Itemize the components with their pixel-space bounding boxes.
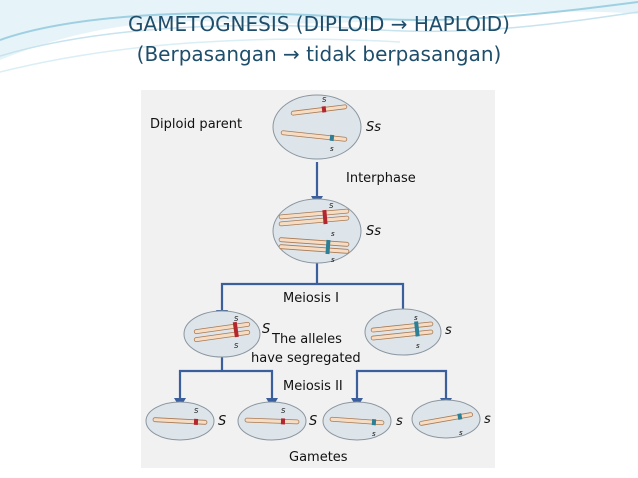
- allele-label-interphase-s1: s: [331, 230, 335, 238]
- allele-label-gamete-2: S: [281, 407, 286, 415]
- allele-label-interphase-S1: S: [329, 202, 334, 210]
- label-meiosis-2: Meiosis II: [283, 379, 343, 394]
- genotype-gamete-4: s: [484, 412, 491, 427]
- allele-label-interphase-s2: s: [331, 256, 335, 264]
- band-parent-dominant: [321, 106, 327, 113]
- genotype-gamete-3: s: [396, 414, 403, 429]
- sister-chromatids-dominant: [278, 208, 350, 227]
- arrow-group: [178, 162, 448, 400]
- allele-label-m1r-s1: s: [414, 314, 418, 322]
- allele-label-m1l-S2: S: [234, 342, 239, 350]
- cell-meiosis1-right: [364, 308, 442, 356]
- allele-label-parent-S: S: [322, 96, 327, 104]
- genotype-meiosis1-left: S: [262, 322, 270, 337]
- band-parent-recessive: [329, 134, 335, 142]
- label-alleles-segregated-line1: The alleles: [271, 332, 342, 347]
- band-m1r-recessive: [414, 321, 420, 337]
- label-diploid-parent: Diploid parent: [150, 117, 242, 132]
- band-gamete-1: [193, 418, 199, 425]
- band-gamete-2: [280, 418, 286, 425]
- chromosome-gamete-3: [329, 416, 385, 426]
- label-interphase: Interphase: [346, 171, 416, 186]
- band-gamete-4: [457, 413, 463, 420]
- allele-label-m1l-S: S: [234, 315, 239, 323]
- genotype-meiosis1-right: s: [445, 323, 452, 338]
- band-m1l-dominant: [232, 321, 239, 338]
- gametogenesis-diagram: S s Diploid parent Ss Interphase S s s S…: [141, 90, 495, 468]
- sister-chromatids-recessive: [278, 237, 350, 255]
- label-meiosis-1: Meiosis I: [283, 291, 339, 306]
- genotype-gamete-2: S: [309, 414, 317, 429]
- slide-wave-decoration: [0, 0, 638, 73]
- chromosome-gamete-1: [152, 417, 208, 425]
- cell-parent: [272, 94, 362, 160]
- band-gamete-3: [371, 419, 377, 426]
- allele-label-parent-s: s: [330, 145, 334, 153]
- allele-label-gamete-4: s: [459, 429, 463, 437]
- allele-label-gamete-1: S: [194, 407, 199, 415]
- arrow-branch-meiosis2-left: [178, 369, 274, 400]
- chromosome-gamete-2: [244, 417, 300, 425]
- chromosome-parent-dominant: [290, 104, 348, 116]
- label-gametes: Gametes: [289, 450, 348, 465]
- genotype-parent: Ss: [366, 120, 381, 135]
- arrow-branch-meiosis2-right: [355, 369, 448, 400]
- arrow-branch-meiosis1: [220, 282, 405, 312]
- slide-title-line2: (Berpasangan → tidak berpasangan): [136, 42, 502, 66]
- genotype-interphase: Ss: [366, 224, 381, 239]
- genotype-gamete-1: S: [218, 414, 226, 429]
- allele-label-gamete-3: s: [372, 430, 376, 438]
- allele-label-m1r-s2: s: [416, 342, 420, 350]
- label-alleles-segregated-line2: have segregated: [251, 351, 361, 366]
- slide-title-line1: GAMETOGNESIS (DIPLOID → HAPLOID): [128, 12, 510, 36]
